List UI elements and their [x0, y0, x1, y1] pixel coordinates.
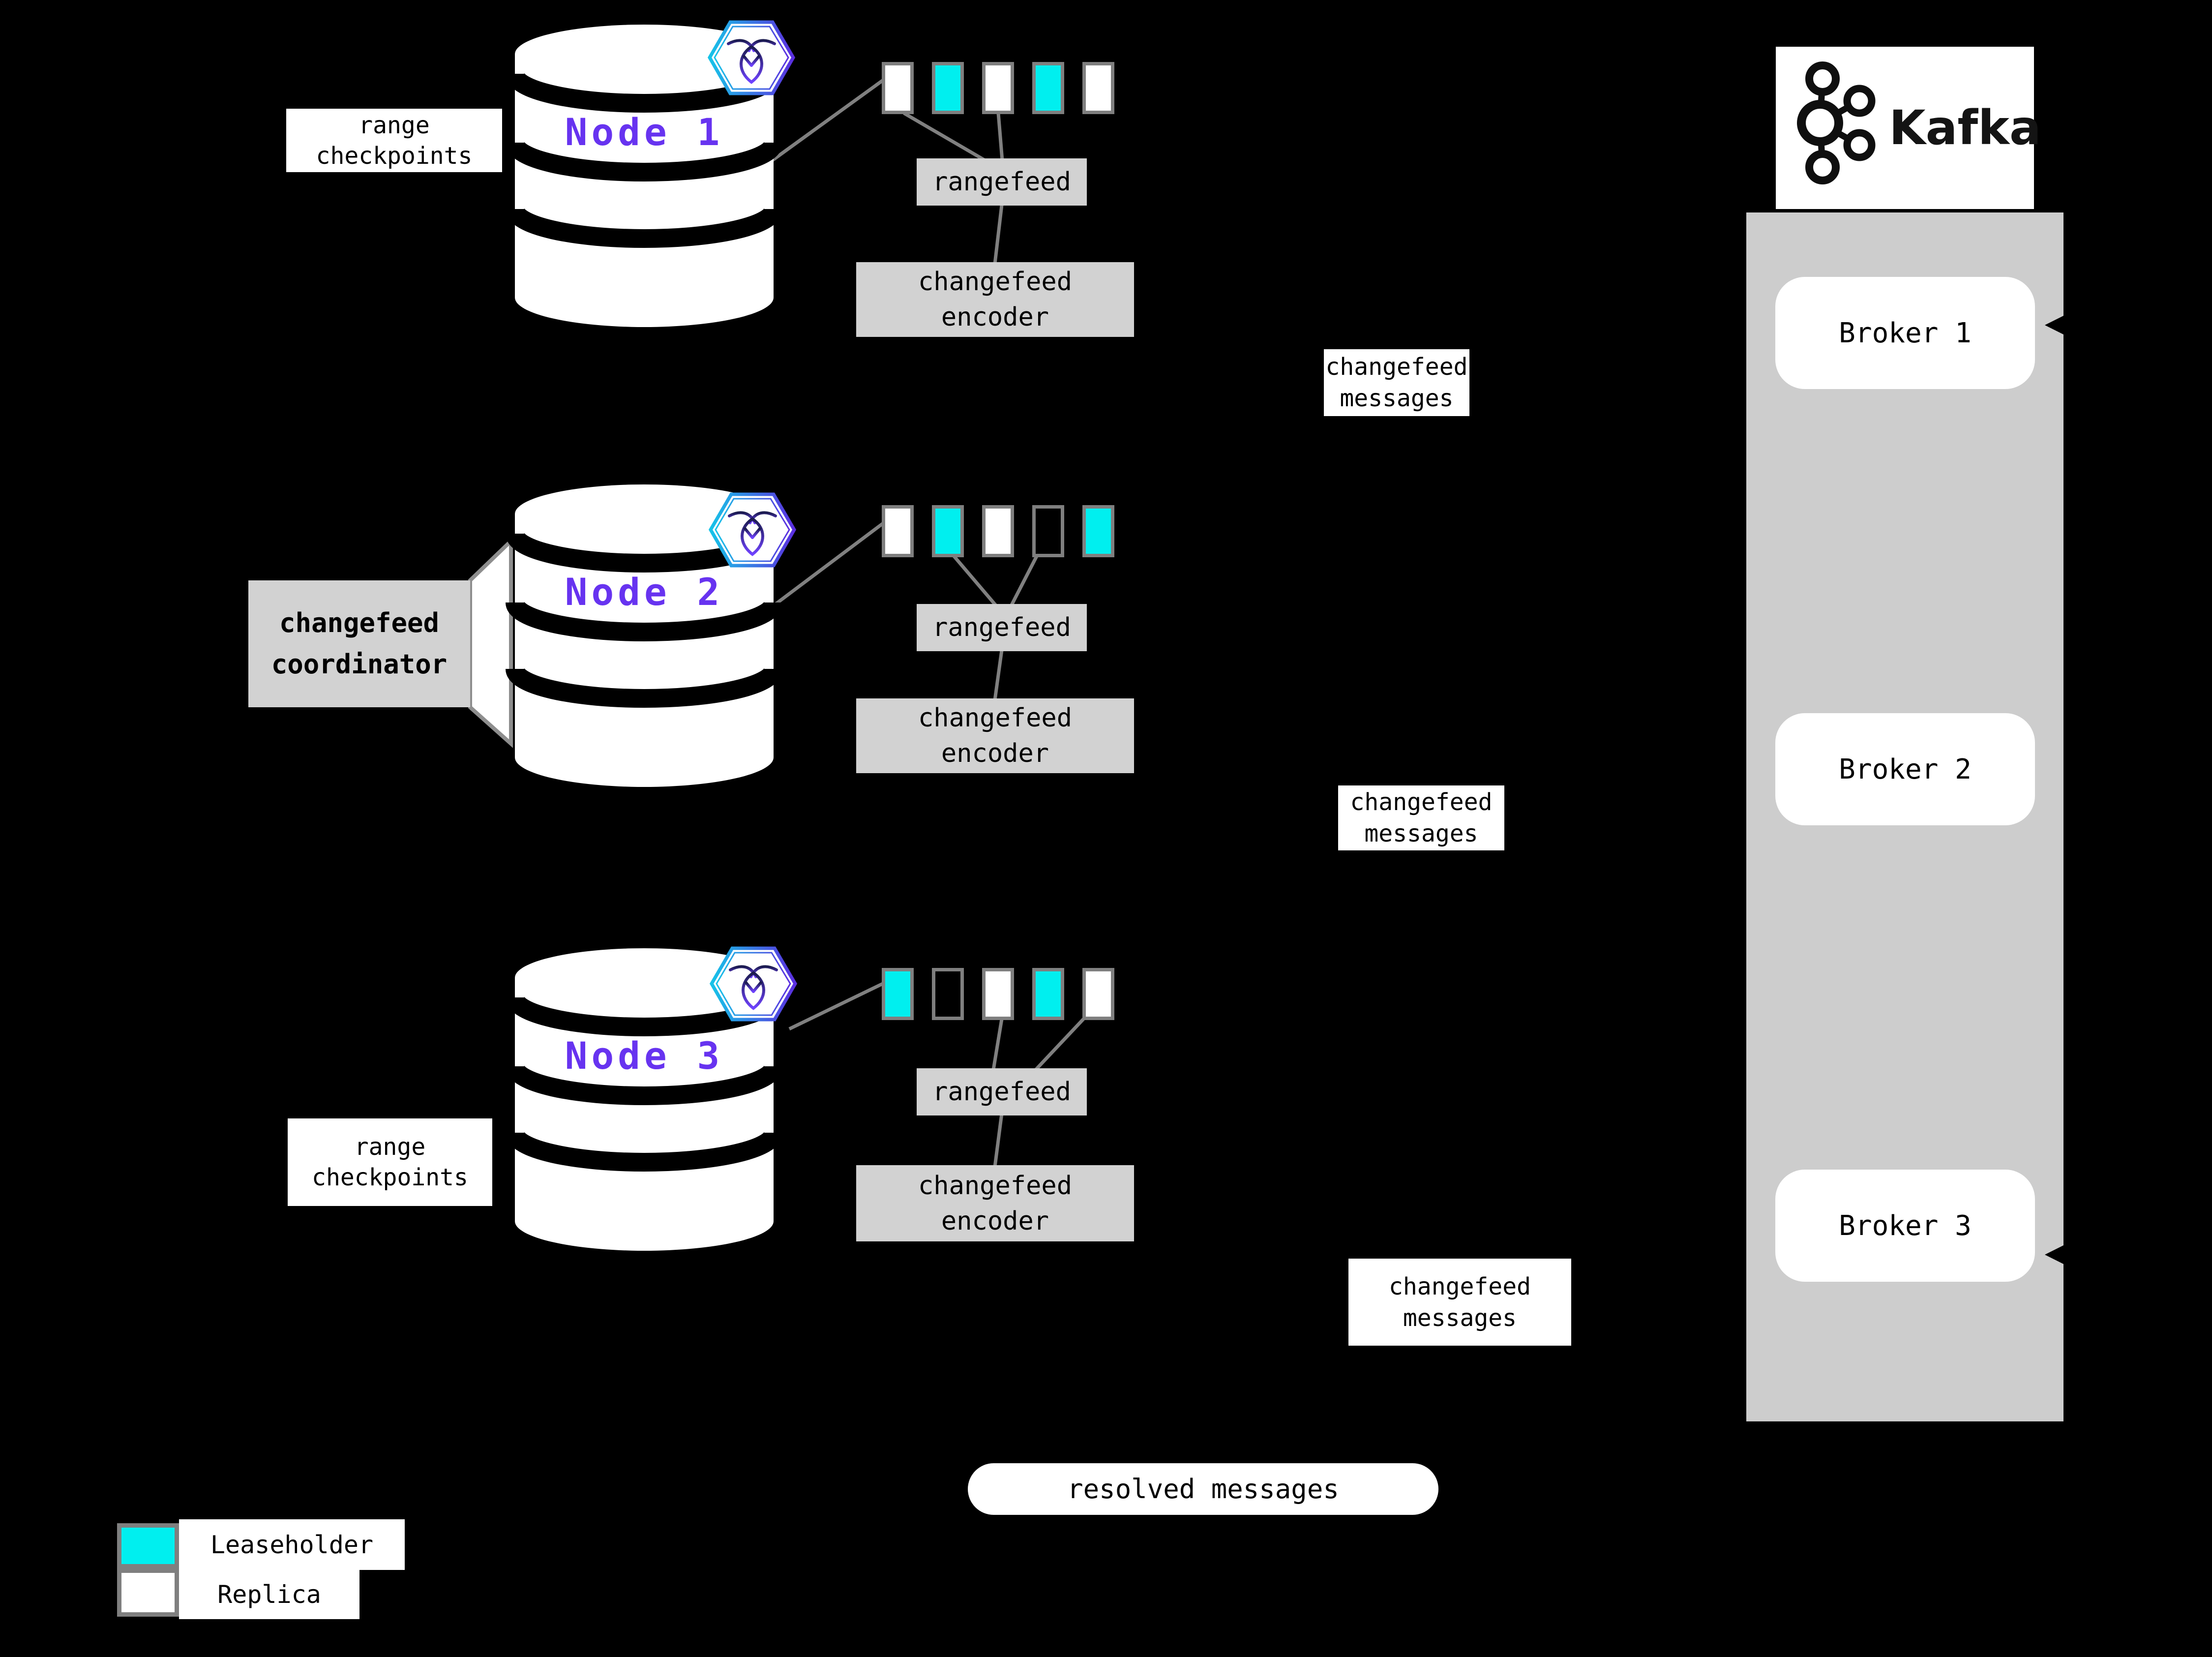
changefeed-encoder-box: changefeed encoder	[856, 1165, 1134, 1241]
kafka-wordmark: Kafka	[1889, 100, 2041, 155]
cockroachdb-logo-icon	[710, 22, 793, 93]
changefeed-messages-label: changefeed messages	[1338, 785, 1504, 850]
connector-line	[953, 555, 998, 607]
connector-line	[1009, 555, 1039, 607]
range-box	[1082, 505, 1114, 557]
connector-line	[1034, 1018, 1085, 1071]
changefeed-messages-label: changefeed messages	[1348, 1259, 1571, 1346]
connector-line	[993, 650, 1004, 700]
node-1-label: Node 1	[565, 110, 724, 154]
range-box	[932, 505, 964, 557]
connector-line	[991, 1019, 1004, 1070]
range-box	[1032, 505, 1064, 557]
connector-line	[993, 1113, 1004, 1167]
rangefeed-box: rangefeed	[917, 1068, 1087, 1115]
coordinator-flag-shape	[468, 536, 513, 748]
legend-leaseholder-label: Leaseholder	[179, 1519, 405, 1570]
range-box	[1082, 968, 1114, 1020]
broker-2-box: Broker 2	[1775, 713, 2035, 825]
range-box	[1032, 968, 1064, 1020]
changefeed-encoder-box: changefeed encoder	[856, 698, 1134, 773]
rangefeed-box: rangefeed	[917, 604, 1087, 651]
range-box	[982, 968, 1014, 1020]
range-box	[932, 62, 964, 114]
range-checkpoints-label: range checkpoints	[288, 1118, 492, 1206]
range-checkpoints-label: range checkpoints	[286, 109, 502, 172]
connector-line	[903, 111, 986, 162]
range-box	[982, 62, 1014, 114]
node-1-connectors	[768, 78, 1004, 264]
legend-replica-label: Replica	[179, 1570, 359, 1619]
rangefeed-box: rangefeed	[917, 158, 1087, 206]
node-2-connectors	[772, 521, 1039, 700]
range-box	[882, 968, 914, 1020]
range-box	[882, 505, 914, 557]
range-box	[932, 968, 964, 1020]
changefeed-encoder-box: changefeed encoder	[856, 262, 1134, 337]
range-box	[1082, 62, 1114, 114]
kafka-logo-box: Kafka	[1776, 47, 2041, 209]
legend-leaseholder-swatch	[117, 1523, 179, 1568]
resolved-messages-label: resolved messages	[968, 1463, 1438, 1515]
changefeed-messages-label: changefeed messages	[1324, 349, 1469, 416]
cockroachdb-logo-icon	[712, 948, 795, 1020]
connector-line	[768, 78, 885, 164]
broker-1-box: Broker 1	[1775, 277, 2035, 389]
range-box	[882, 62, 914, 114]
kafka-logo-icon	[1797, 61, 1876, 184]
connector-line	[993, 205, 1004, 264]
range-box	[1032, 62, 1064, 114]
range-box	[982, 505, 1014, 557]
node-3-label: Node 3	[565, 1033, 724, 1078]
cockroachdb-logo-icon	[711, 494, 794, 566]
node-2-label: Node 2	[565, 570, 724, 614]
connector-line	[996, 113, 1004, 161]
legend-replica-swatch	[117, 1568, 179, 1617]
node-3-connectors	[788, 982, 1085, 1167]
connector-line	[788, 982, 884, 1031]
connector-line	[772, 521, 885, 607]
broker-3-box: Broker 3	[1775, 1170, 2035, 1282]
changefeed-coordinator-box: changefeed coordinator	[248, 580, 470, 707]
